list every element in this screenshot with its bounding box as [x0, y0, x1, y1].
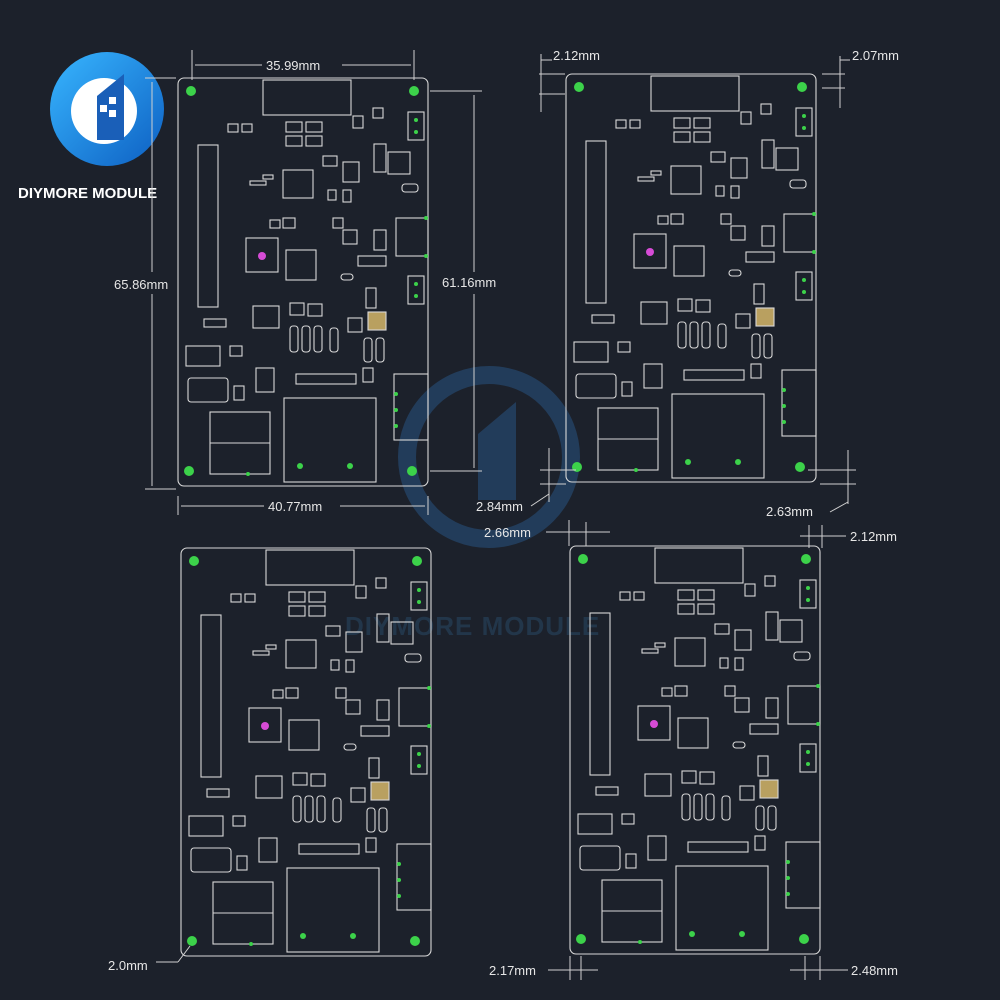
dim-bl-hole-diam: 2.0mm: [108, 958, 148, 973]
dim-board-width-total: 40.77mm: [268, 499, 322, 514]
dim-bl-hole-x: 2.17mm: [489, 963, 536, 978]
dim-board-height-holes: 61.16mm: [442, 275, 496, 290]
dim-bl-y-offset: 2.84mm: [476, 499, 523, 514]
dim-tl-x-offset: 2.12mm: [553, 48, 600, 63]
dimension-lines: [145, 50, 856, 980]
dim-tr-x-offset: 2.07mm: [852, 48, 899, 63]
watermark-text: DIYMORE MODULE: [345, 611, 600, 641]
brand-logo: [50, 52, 164, 166]
pcb-board-bottom-left: [180, 547, 432, 957]
watermark-logo: [398, 366, 580, 548]
pcb-board-top-right: [565, 73, 817, 483]
pcb-board-bottom-right: [569, 545, 821, 955]
dim-tl-hole-x: 2.66mm: [484, 525, 531, 540]
dim-board-height-total: 65.86mm: [114, 277, 168, 292]
dim-br-hole-x: 2.48mm: [851, 963, 898, 978]
dim-br-y-offset: 2.63mm: [766, 504, 813, 519]
dim-board-width-holes: 35.99mm: [266, 58, 320, 73]
brand-name: DIYMORE MODULE: [18, 185, 157, 202]
pcb-board-top-left: [177, 77, 429, 487]
dim-tr-hole-x: 2.12mm: [850, 529, 897, 544]
